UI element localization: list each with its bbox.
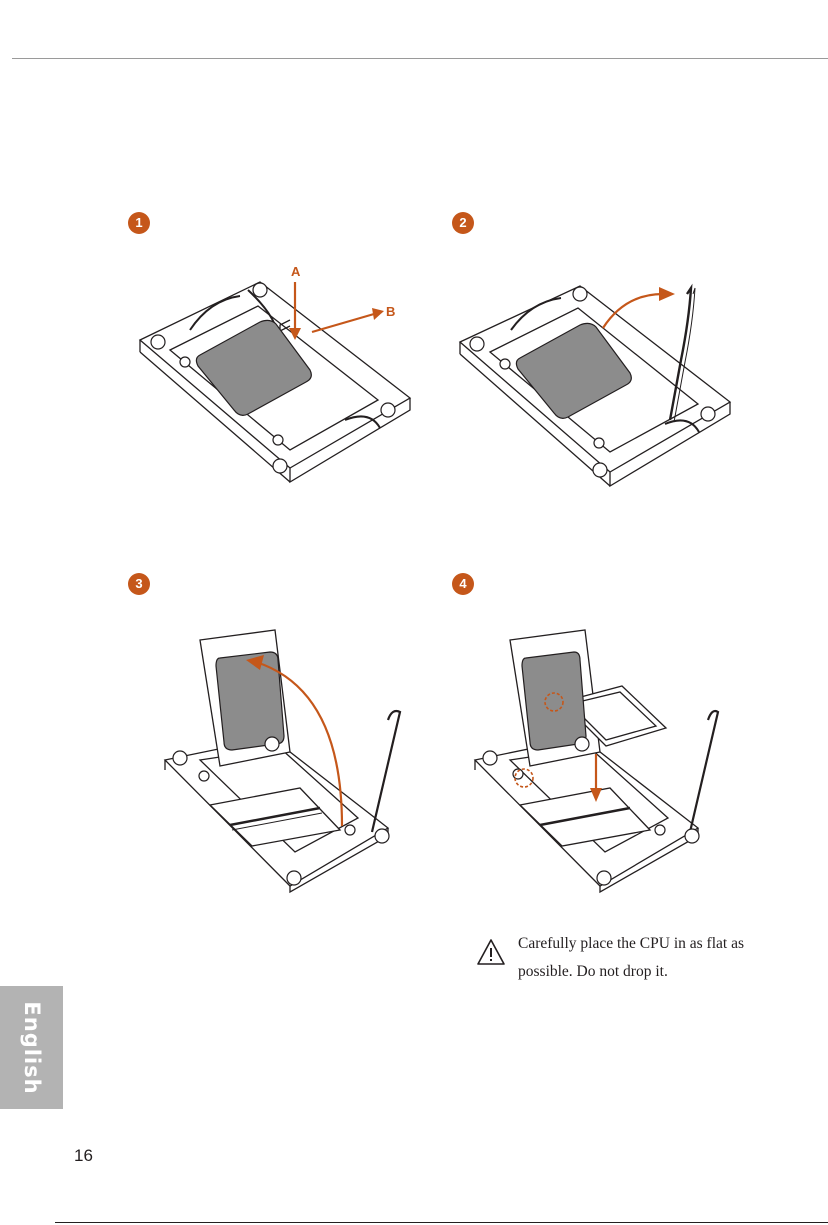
caution-note: Carefully place the CPU in as flat as po… [476, 930, 776, 990]
caution-text: Carefully place the CPU in as flat as po… [518, 930, 776, 986]
header-rule [12, 58, 828, 59]
footer-rule [55, 1222, 828, 1223]
step-1-badge: 1 [128, 212, 150, 234]
label-a: A [291, 264, 301, 279]
label-b: B [386, 304, 395, 319]
step-4-badge: 4 [452, 573, 474, 595]
step-2-socket-illustration [455, 280, 745, 495]
language-side-tab: English [0, 986, 63, 1109]
step-1-socket-illustration: A B [130, 260, 420, 495]
step-3-socket-illustration [160, 620, 420, 895]
page-number: 16 [74, 1146, 93, 1166]
step-4-socket-illustration [470, 620, 730, 895]
step-2-badge: 2 [452, 212, 474, 234]
warning-triangle-icon [476, 938, 506, 966]
step-3-badge: 3 [128, 573, 150, 595]
language-side-tab-label: English [20, 1001, 44, 1094]
